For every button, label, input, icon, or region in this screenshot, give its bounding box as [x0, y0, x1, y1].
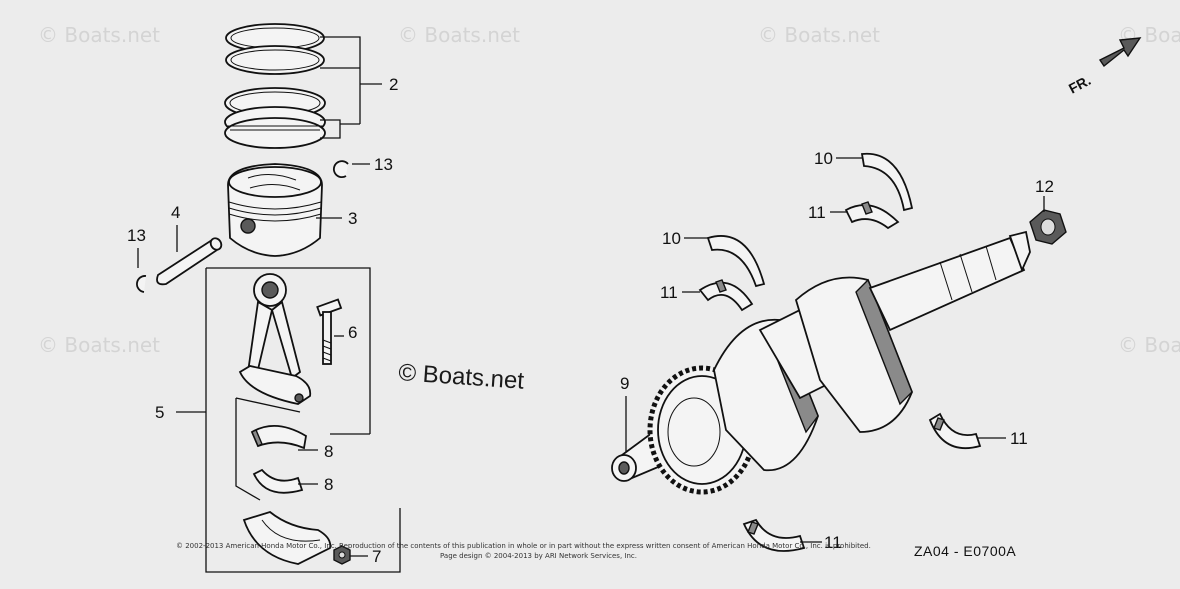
callout-10-left: 10 — [662, 229, 681, 248]
rod-bolt-illustration — [316, 298, 343, 365]
callout-7: 7 — [372, 547, 381, 566]
callout-4: 4 — [171, 203, 180, 222]
main-bearing-10-left-illustration — [706, 235, 766, 288]
main-bearing-11-right-illustration — [928, 412, 982, 450]
callout-12: 12 — [1035, 177, 1054, 196]
callout-9: 9 — [620, 374, 629, 393]
crankshaft-nut-illustration — [1029, 209, 1067, 245]
main-bearing-11-upper-illustration — [844, 201, 900, 230]
rod-cap-illustration — [242, 510, 332, 565]
callout-2: 2 — [389, 75, 398, 94]
callout-11-right: 11 — [1010, 429, 1028, 448]
callout-6: 6 — [348, 323, 357, 342]
callout-10-upper: 10 — [814, 149, 833, 168]
piston-illustration — [227, 163, 323, 257]
watermark-main: © Boats.net — [398, 359, 526, 395]
callout-3: 3 — [348, 209, 357, 228]
rod-bearing-upper-illustration — [250, 425, 307, 450]
connecting-rod-illustration — [238, 273, 312, 405]
callout-11-bottom: 11 — [824, 533, 842, 552]
main-bearing-10-upper-illustration — [860, 152, 914, 212]
watermark: © Boats.net — [758, 23, 880, 47]
front-direction-arrow: FR. — [1066, 37, 1142, 97]
callout-11-upper: 11 — [808, 203, 826, 222]
callout-8-lower: 8 — [324, 475, 333, 494]
watermark-group: © Boats.net © Boats.net © Boats.net © Bo… — [38, 23, 1180, 357]
rod-bearing-lower-illustration — [252, 468, 304, 494]
diagram-code: ZA04 - E0700A — [914, 543, 1016, 559]
piston-rings-illustration — [224, 23, 326, 149]
callout-5: 5 — [155, 403, 164, 422]
callout-13-lower: 13 — [127, 226, 146, 245]
watermark: © Boats.net — [38, 333, 160, 357]
callout-8-upper: 8 — [324, 442, 333, 461]
watermark: © Boats.net — [1118, 333, 1180, 357]
direction-label: FR. — [1066, 72, 1093, 97]
watermark: © Boats.net — [38, 23, 160, 47]
watermark: © Boats.net — [398, 23, 520, 47]
crankshaft-illustration — [611, 230, 1031, 495]
callout-11-left: 11 — [660, 283, 678, 302]
copyright-line-2: Page design © 2004-2013 by ARI Network S… — [440, 552, 637, 560]
rod-nut-illustration — [333, 545, 351, 565]
callout-13-upper: 13 — [374, 155, 393, 174]
main-bearing-11-left-illustration — [698, 279, 754, 312]
copyright-line-1: © 2002-2013 American Honda Motor Co., In… — [176, 542, 871, 550]
piston-pin-illustration — [156, 237, 223, 286]
